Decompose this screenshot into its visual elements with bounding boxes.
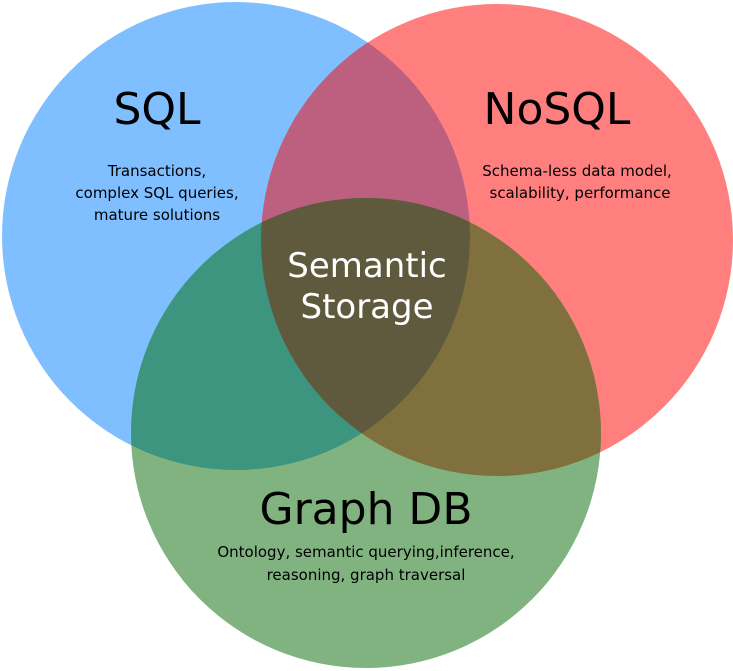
graph-desc-2: reasoning, graph traversal	[267, 566, 466, 584]
nosql-desc-2: scalability, performance	[490, 184, 671, 202]
sql-desc-3: mature solutions	[94, 206, 220, 224]
sql-desc-2: complex SQL queries,	[75, 184, 238, 202]
center-label-1: Semantic	[287, 246, 446, 286]
sql-desc-1: Transactions,	[107, 162, 206, 180]
nosql-title: NoSQL	[484, 84, 631, 135]
nosql-graph-overlap	[261, 198, 601, 476]
graph-title: Graph DB	[259, 484, 472, 535]
center-label-2: Storage	[300, 287, 433, 327]
graph-desc-1: Ontology, semantic querying,inference,	[217, 543, 514, 561]
nosql-desc-1: Schema-less data model,	[482, 162, 672, 180]
sql-title: SQL	[113, 84, 201, 135]
